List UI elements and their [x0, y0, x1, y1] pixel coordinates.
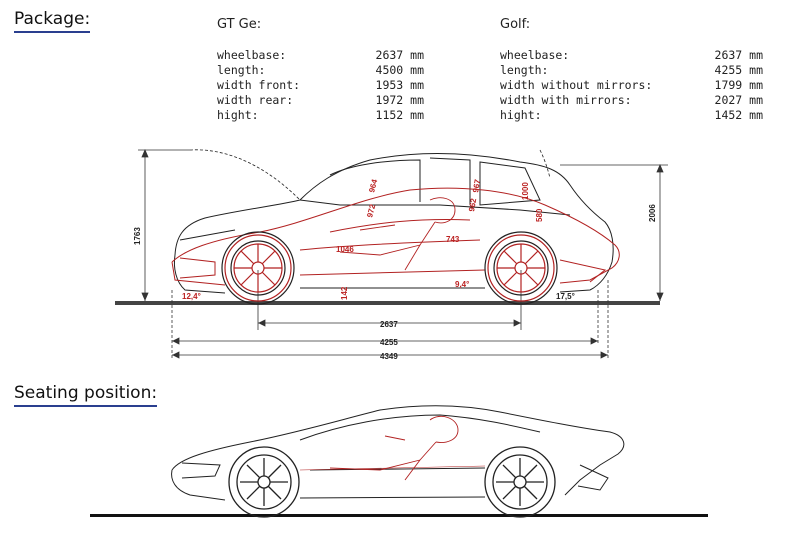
- spec-value: 1953 mm: [375, 78, 424, 92]
- angle-mid-label: 9,4°: [455, 280, 469, 289]
- rear-wheel-golf: [484, 231, 558, 305]
- spec-label: width with mirrors:: [500, 93, 632, 107]
- seating-front-wheel: [228, 446, 300, 518]
- spec-value: 1972 mm: [375, 93, 424, 107]
- interior-dim-7: 1046: [336, 245, 354, 254]
- front-wheel-golf: [221, 231, 295, 305]
- interior-dim-5: 1000: [521, 182, 530, 200]
- spec-value: 4255 mm: [714, 63, 763, 77]
- spec-value: 1152 mm: [375, 108, 424, 122]
- spec-label: wheelbase:: [500, 48, 570, 62]
- ground-clearance-label: 142: [340, 286, 349, 300]
- wheelbase-label: 2637: [380, 320, 398, 329]
- spec-row: wheelbase: 2637 mm: [217, 48, 424, 63]
- spec-label: width front:: [217, 78, 301, 92]
- interior-dim-2: 972: [365, 203, 377, 219]
- spec-row: length: 4500 mm: [217, 63, 424, 78]
- angle-front-label: 12,4°: [182, 292, 201, 301]
- spec-label: width rear:: [217, 93, 294, 107]
- rear-wheel-gt: [487, 234, 555, 302]
- height-dimension-left: [138, 148, 190, 302]
- ground-line: [115, 301, 660, 305]
- spec-label: width without mirrors:: [500, 78, 653, 92]
- spec-value: 2637 mm: [714, 48, 763, 62]
- spec-label: hight:: [500, 108, 542, 122]
- golf-title: Golf:: [500, 17, 531, 32]
- package-heading: Package:: [14, 9, 91, 33]
- seating-occupant: [299, 416, 486, 481]
- front-wheel-gt: [224, 234, 292, 302]
- spec-label: length:: [217, 63, 266, 77]
- interior-dim-1: 964: [367, 178, 379, 194]
- gt-overlay-outline: [171, 187, 620, 286]
- seating-heading: Seating position:: [14, 383, 158, 407]
- package-heading-text: Package:: [14, 9, 91, 29]
- gt-title: GT Ge:: [217, 17, 262, 32]
- spec-row: hight: 1152 mm: [217, 108, 424, 123]
- angle-rear-label: 17,5°: [556, 292, 575, 301]
- gt-spec-table: wheelbase: 2637 mm length: 4500 mm width f…: [217, 48, 424, 123]
- spec-label: hight:: [217, 108, 259, 122]
- interior-dim-3: 967: [471, 178, 482, 193]
- spec-value: 1452 mm: [714, 108, 763, 122]
- height-right-label: 2006: [648, 204, 657, 222]
- seating-car-outline: [171, 405, 625, 501]
- spec-value: 2637 mm: [375, 48, 424, 62]
- golf-outline: [173, 149, 614, 294]
- seating-rear-wheel: [484, 446, 556, 518]
- spec-label: wheelbase:: [217, 48, 287, 62]
- height-dimension-right: [560, 163, 668, 302]
- spec-label: length:: [500, 63, 549, 77]
- spec-value: 1799 mm: [714, 78, 763, 92]
- spec-row: width without mirrors: 1799 mm: [500, 78, 763, 93]
- seating-heading-underline: [14, 405, 158, 407]
- spec-row: length: 4255 mm: [500, 63, 763, 78]
- spec-row: wheelbase: 2637 mm: [500, 48, 763, 63]
- spec-value: 4500 mm: [375, 63, 424, 77]
- seating-heading-text: Seating position:: [14, 383, 158, 403]
- interior-dim-4: 962: [467, 197, 478, 212]
- spec-row: width front: 1953 mm: [217, 78, 424, 93]
- spec-value: 2027 mm: [714, 93, 763, 107]
- interior-dim-8: 743: [446, 235, 460, 244]
- interior-dim-6: 580: [535, 208, 544, 222]
- spec-row: width rear: 1972 mm: [217, 93, 424, 108]
- golf-spec-table: wheelbase: 2637 mm length: 4255 mm width w…: [500, 48, 763, 123]
- spec-row: width with mirrors: 2027 mm: [500, 93, 763, 108]
- length-total-label: 4349: [380, 352, 398, 361]
- height-left-label: 1763: [133, 227, 142, 245]
- occupant-figure: [339, 197, 456, 271]
- seating-ground-line: [90, 514, 708, 517]
- package-heading-underline: [14, 31, 91, 33]
- length-golf-label: 4255: [380, 338, 398, 347]
- spec-row: hight: 1452 mm: [500, 108, 763, 123]
